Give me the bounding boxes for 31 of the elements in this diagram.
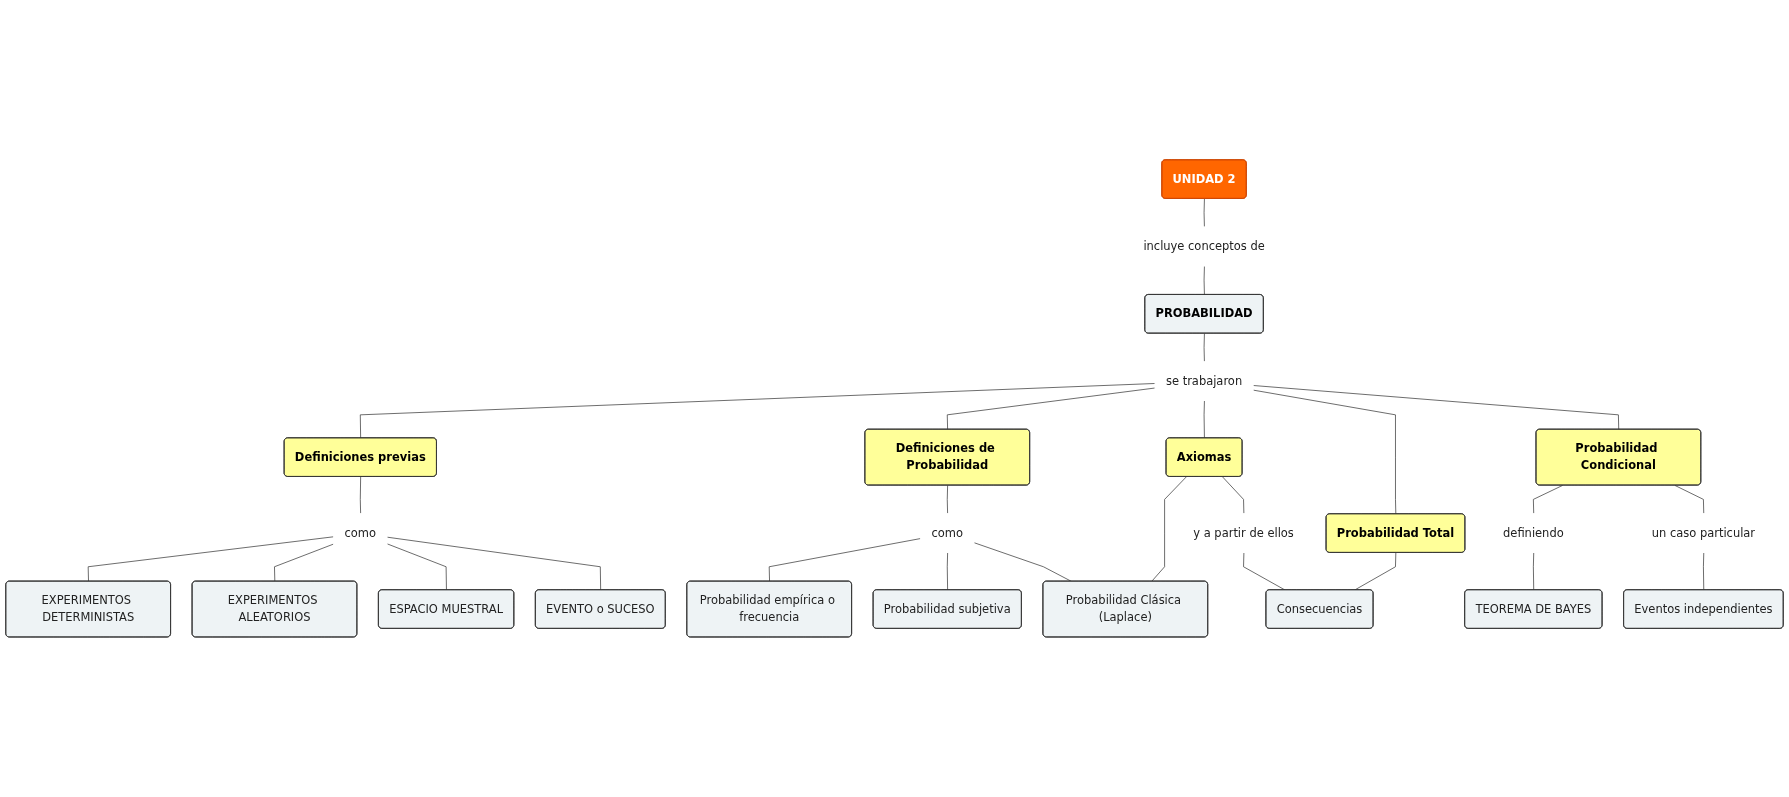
- connector: [1203, 400, 1205, 439]
- node-text: un caso particular: [1651, 526, 1756, 540]
- connector: [1533, 552, 1535, 591]
- node-text: y a partir de ellos: [1193, 526, 1294, 540]
- connector: [1533, 485, 1563, 515]
- connector: [1203, 265, 1205, 296]
- connector: [1252, 385, 1620, 431]
- connector: [1252, 389, 1397, 515]
- node-text: definiendo: [1503, 526, 1564, 540]
- connector: [973, 542, 1072, 582]
- connector: [946, 552, 948, 591]
- connector: [1674, 485, 1705, 515]
- connector: [1354, 552, 1397, 591]
- connector: [1222, 476, 1245, 515]
- connector: [946, 387, 1156, 431]
- connector: [946, 485, 948, 515]
- connector: [1203, 198, 1205, 228]
- connector: [768, 538, 922, 582]
- connector: [1151, 476, 1187, 582]
- connector: [1703, 552, 1705, 591]
- connector: [1203, 333, 1205, 363]
- node-text: como: [931, 526, 964, 540]
- node-text: se trabajaron: [1165, 374, 1243, 388]
- connector: [274, 543, 335, 582]
- connector: [359, 383, 1156, 439]
- connector: [359, 476, 361, 515]
- connector: [386, 536, 602, 591]
- connector: [386, 543, 447, 591]
- node-text: incluye conceptos de: [1143, 239, 1265, 254]
- connector: [87, 536, 335, 582]
- node-text: como: [344, 526, 377, 540]
